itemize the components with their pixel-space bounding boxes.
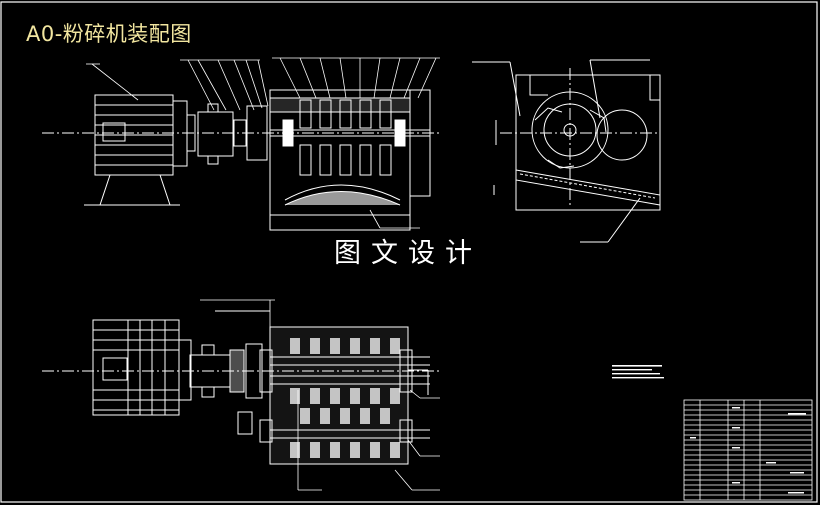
front-leaders [86, 57, 440, 229]
front-crusher-housing [269, 89, 431, 231]
technical-notes [612, 365, 664, 379]
watermark-text: 图文设计 [334, 238, 482, 269]
front-coupling [197, 103, 268, 165]
drawing-title: A0-粉碎机装配图 [26, 22, 192, 46]
front-motor [84, 94, 196, 206]
top-leaders [200, 299, 440, 491]
top-view [42, 299, 440, 491]
title-block [683, 399, 813, 501]
front-view [42, 57, 440, 231]
top-crusher-housing [259, 326, 430, 465]
side-view [472, 59, 661, 243]
top-motor [92, 319, 192, 416]
top-coupling [189, 310, 270, 435]
